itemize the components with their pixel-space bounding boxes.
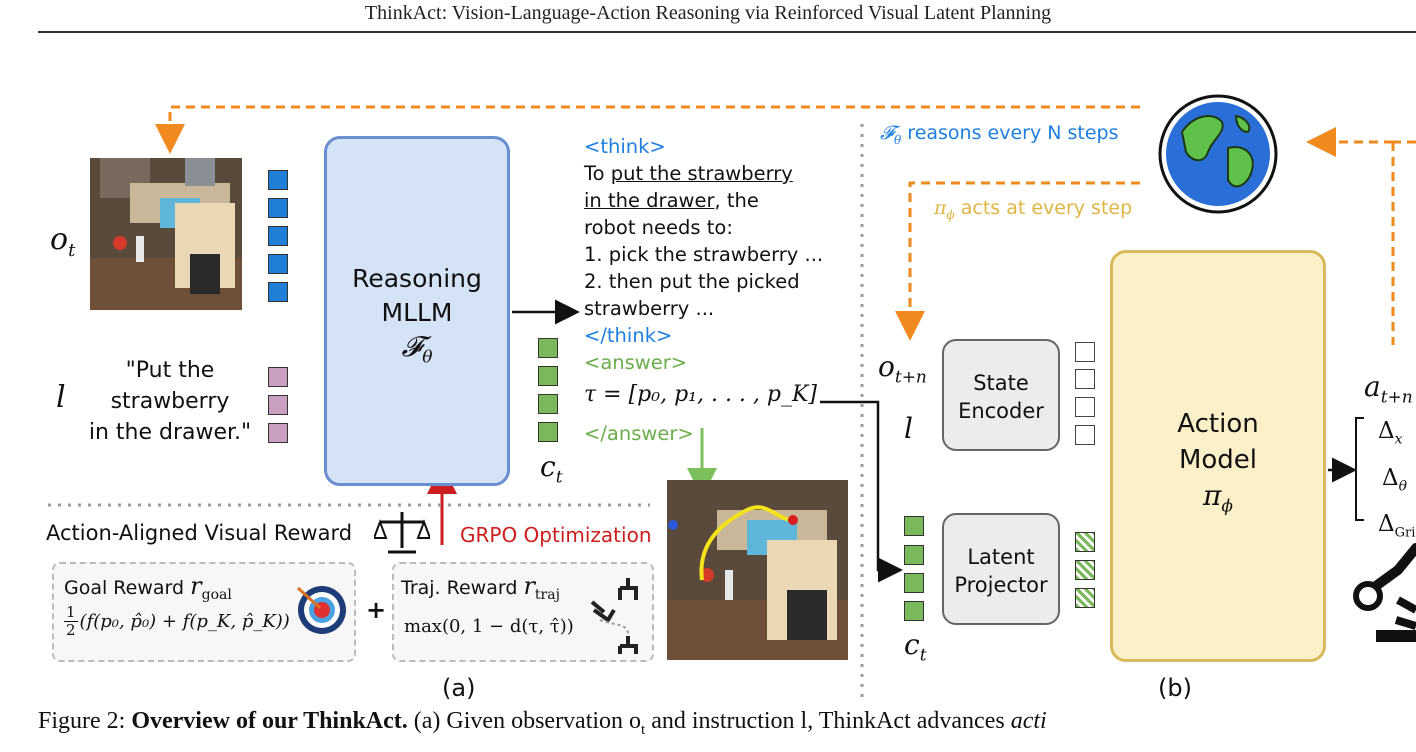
target-icon <box>296 586 346 634</box>
plus-sign: + <box>366 596 387 624</box>
goal-reward-formula: 1 2 (f(p₀, p̂₀) + f(p_K, p̂_K)) <box>64 603 290 639</box>
action-bracket <box>1355 417 1364 521</box>
running-header: ThinkAct: Vision-Language-Action Reasoni… <box>364 2 1052 24</box>
plan-to-projector-arrow <box>820 400 903 583</box>
action-model-box <box>1110 250 1326 662</box>
ct-symbol-b: ct <box>904 628 927 666</box>
latent-projector-label: Latent Projector <box>954 545 1048 597</box>
state-encoder-label: State Encoder <box>958 371 1044 423</box>
obs-symbol-a: ot <box>50 222 76 261</box>
reasons-every-n-steps: 𝓕θ reasons every N steps <box>880 122 1119 147</box>
robot-arm-icon <box>1353 543 1416 642</box>
plan-equation: τ = [p₀, p₁, . . . , p_K] <box>584 382 817 407</box>
grpo-label: GRPO Optimization <box>460 523 652 547</box>
traj-reward-box <box>392 562 654 662</box>
reasoning-mllm-label: Reasoning MLLM 𝓕θ <box>352 264 482 368</box>
panel-label-b: (b) <box>1158 674 1192 702</box>
header-rule <box>38 31 1416 33</box>
gripper-path-icon <box>590 578 638 654</box>
reasoning-mllm-box <box>324 136 510 486</box>
traj-reward-label: Traj. Reward rtraj <box>401 572 560 603</box>
traj-reward-formula: max(0, 1 − d(τ, τ̂)) <box>404 616 574 637</box>
observation-image <box>90 158 242 310</box>
balance-scale-icon <box>374 512 430 554</box>
acts-every-step: πϕ acts at every step <box>934 197 1133 222</box>
answer-close-tag: </answer> <box>584 422 694 445</box>
obs-symbol-b: ot+n <box>878 350 927 388</box>
figure-caption: Figure 2: Overview of our ThinkAct. (a) … <box>38 708 1047 738</box>
globe-icon <box>1158 94 1278 214</box>
action-deltas: Δx Δθ ΔGri <box>1378 418 1416 541</box>
panel-label-a: (a) <box>442 674 476 702</box>
reasoning-text: <think> To put the strawberry in the dra… <box>584 135 824 374</box>
lang-symbol-a: l <box>56 380 66 415</box>
action-model-label: Action Model πϕ <box>1177 409 1259 517</box>
action-symbol: at+n <box>1364 370 1413 408</box>
state-encoder-box <box>942 339 1060 451</box>
trajectory-image <box>667 480 848 660</box>
ct-symbol-a: ct <box>540 450 563 488</box>
instruction-text: "Put the strawberry in the drawer." <box>88 358 252 445</box>
feedback-arrow-top <box>155 105 1140 154</box>
feedback-arrow-inner <box>895 181 1140 341</box>
lang-symbol-b: l <box>904 412 913 445</box>
goal-reward-label: Goal Reward rgoal <box>64 572 232 603</box>
reward-title: Action-Aligned Visual Reward <box>46 521 353 545</box>
latent-projector-box <box>942 513 1060 625</box>
